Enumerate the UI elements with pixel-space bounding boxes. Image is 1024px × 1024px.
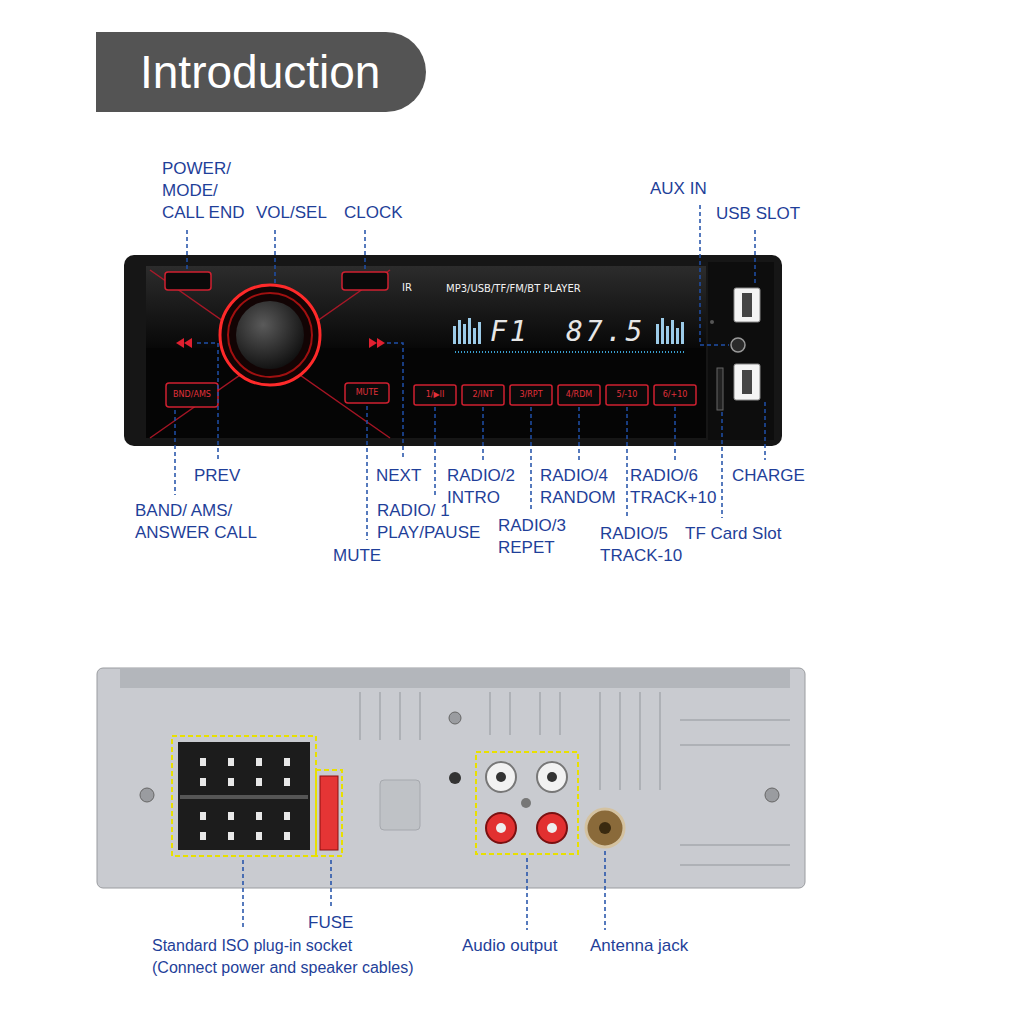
panel-text: MP3/USB/TF/FM/BT PLAYER [446, 283, 581, 295]
callout-label: RADIO/3 REPET [498, 515, 578, 559]
button-text: MUTE [345, 388, 389, 398]
button-text: 5/-10 [606, 390, 648, 400]
callout-label: NEXT [376, 465, 421, 487]
front-panel [124, 255, 782, 446]
callout-label: CLOCK [344, 202, 403, 224]
callout-label: BAND/ AMS/ ANSWER CALL [135, 500, 265, 544]
callout-label: TF Card Slot [685, 523, 781, 545]
callout-label: VOL/SEL [256, 202, 327, 224]
title-tab: Introduction [96, 32, 426, 112]
callout-label: RADIO/5 TRACK-10 [600, 523, 692, 567]
title-text: Introduction [140, 45, 380, 99]
button-text: BND/AMS [166, 390, 218, 400]
callout-label: USB SLOT [716, 203, 800, 225]
callout-label: Audio output [462, 935, 557, 957]
callout-label: RADIO/6 TRACK+10 [630, 465, 718, 509]
display-text: 87.5 [566, 316, 645, 348]
panel-text: IR [402, 282, 412, 294]
callout-label: FUSE [308, 912, 353, 934]
leader-lines [175, 205, 765, 540]
button-text: 1/▶II [414, 390, 456, 400]
callout-label: MUTE [333, 545, 381, 567]
button-text: 4/RDM [558, 390, 600, 400]
callout-label: Antenna jack [590, 935, 688, 957]
callout-label: CHARGE [732, 465, 805, 487]
rear-panel [97, 668, 805, 888]
callout-label: RADIO/2 INTRO [447, 465, 527, 509]
leader-lines [243, 851, 605, 930]
button-text: 6/+10 [654, 390, 696, 400]
button-text: 2/INT [462, 390, 504, 400]
button-text: 3/RPT [510, 390, 552, 400]
callout-label: RADIO/ 1 PLAY/PAUSE [377, 500, 487, 544]
callout-label: Standard ISO plug-in socket (Connect pow… [152, 935, 418, 979]
callout-label: PREV [194, 465, 240, 487]
callout-label: RADIO/4 RANDOM [540, 465, 625, 509]
callout-label: AUX IN [650, 178, 707, 200]
display-text: F1 [490, 316, 530, 348]
callout-label: POWER/ MODE/ CALL END [162, 158, 254, 224]
